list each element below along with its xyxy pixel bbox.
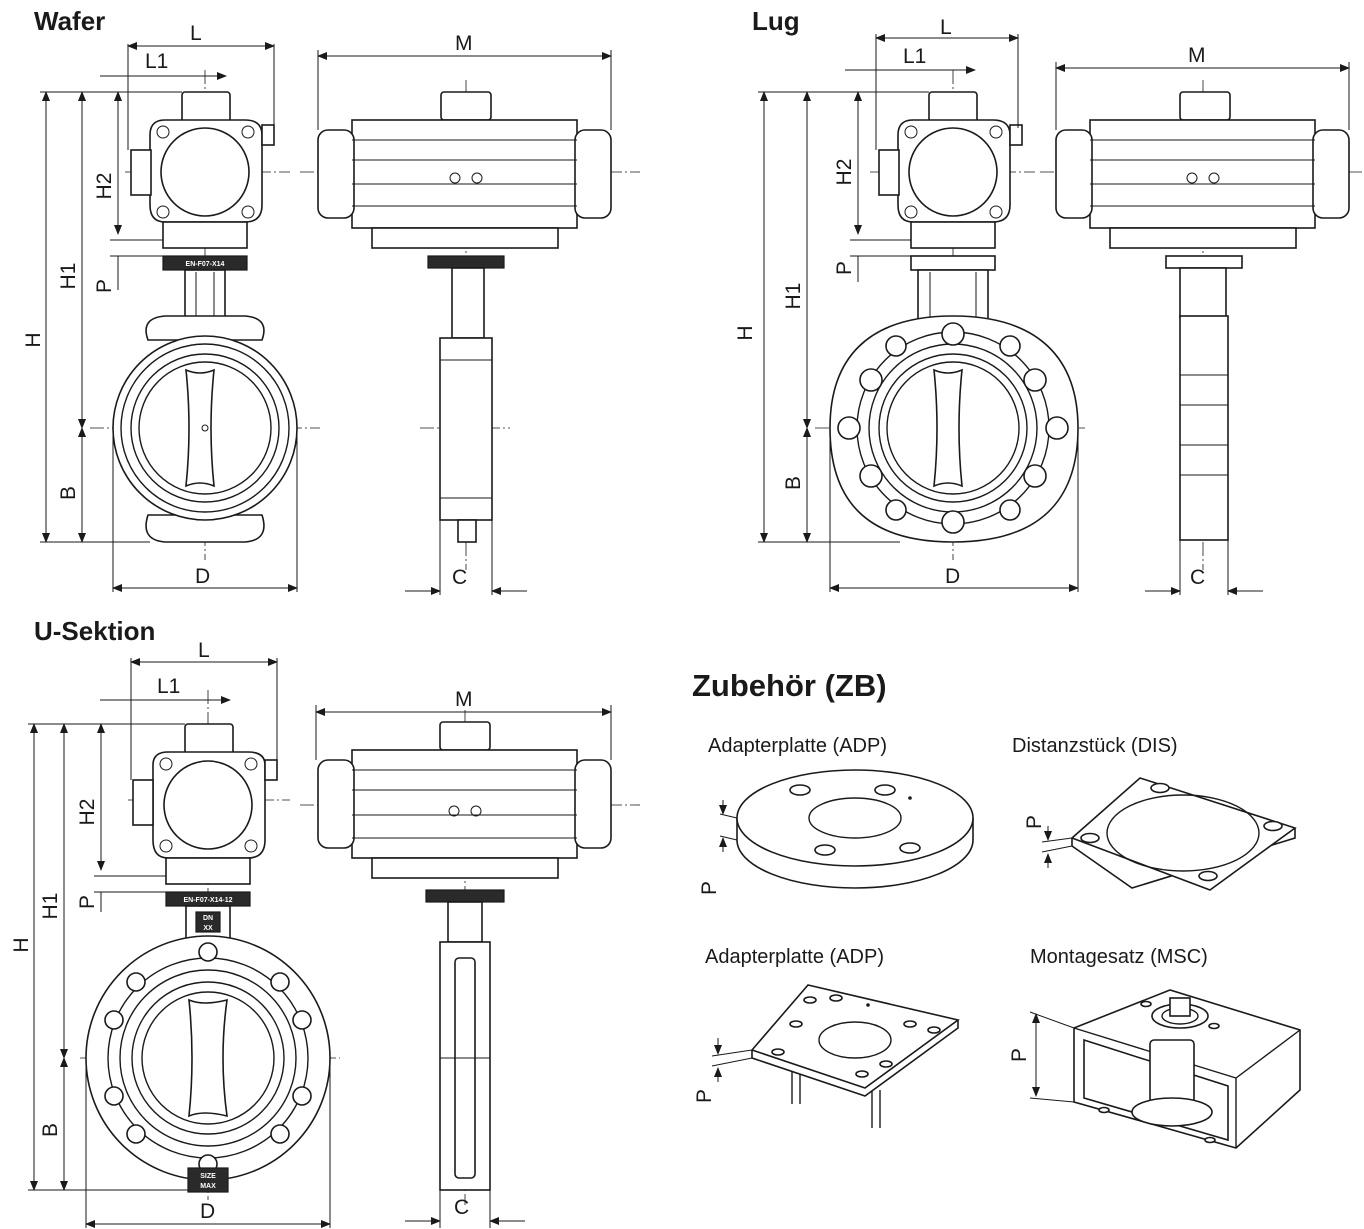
accessory-dis: Distanzstück (DIS) P [1012, 735, 1297, 891]
svg-text:M: M [1188, 44, 1206, 67]
svg-text:C: C [1190, 566, 1205, 589]
accessory-msc: Montagesatz (MSC) P [1008, 946, 1301, 1149]
lug-title: Lug [752, 6, 800, 36]
svg-text:C: C [452, 566, 467, 589]
svg-text:D: D [945, 565, 960, 588]
svg-text:H: H [22, 332, 45, 347]
lug-side-view [1040, 80, 1364, 570]
svg-text:P: P [833, 261, 856, 275]
svg-text:H1: H1 [57, 263, 80, 290]
svg-text:DN: DN [203, 915, 213, 922]
svg-text:B: B [782, 476, 805, 490]
svg-text:Adapterplatte (ADP): Adapterplatte (ADP) [708, 735, 887, 757]
svg-text:H2: H2 [833, 159, 856, 186]
svg-text:L1: L1 [903, 45, 926, 68]
accessory-adp-round: Adapterplatte (ADP) P [698, 735, 974, 895]
svg-text:Distanzstück (DIS): Distanzstück (DIS) [1012, 735, 1178, 757]
accessories-section: Zubehör (ZB) Adapterplatte (ADP) P Dista… [692, 668, 1301, 1149]
svg-text:XX: XX [203, 925, 213, 932]
lug-section: Lug [734, 6, 1364, 595]
usektion-front-view: EN-F07-X14-12 DN XX SIZE MAX [80, 690, 340, 1200]
svg-text:P: P [693, 1089, 716, 1103]
wafer-section: Wafer EN-F07-X14 [22, 6, 640, 595]
svg-text:L1: L1 [145, 50, 168, 73]
svg-text:Adapterplatte (ADP): Adapterplatte (ADP) [705, 946, 884, 968]
svg-text:H2: H2 [76, 799, 99, 826]
usektion-title: U-Sektion [34, 616, 155, 646]
svg-text:C: C [454, 1196, 469, 1219]
svg-text:L: L [940, 16, 952, 39]
svg-text:Montagesatz (MSC): Montagesatz (MSC) [1030, 946, 1208, 968]
accessories-title: Zubehör (ZB) [692, 668, 887, 703]
usektion-section: U-Sektion EN-F07-X14-12 DN XX [10, 616, 640, 1228]
svg-text:H: H [10, 937, 33, 952]
svg-text:L1: L1 [157, 675, 180, 698]
svg-text:P: P [1023, 815, 1046, 829]
wafer-side-view [300, 80, 640, 570]
svg-text:H1: H1 [782, 283, 805, 310]
svg-text:MAX: MAX [200, 1183, 216, 1190]
svg-text:B: B [57, 486, 80, 500]
svg-text:P: P [1008, 1048, 1031, 1062]
wafer-title: Wafer [34, 6, 105, 36]
accessory-adp-square: Adapterplatte (ADP) P [693, 946, 960, 1128]
usektion-dimensions: L L1 M H H1 B H2 P D [10, 639, 612, 1228]
svg-text:L: L [190, 22, 202, 45]
wafer-front-view: EN-F07-X14 [90, 70, 320, 560]
svg-text:B: B [39, 1123, 62, 1137]
lug-front-view [815, 70, 1085, 560]
svg-text:P: P [76, 895, 99, 909]
svg-text:H2: H2 [93, 173, 116, 200]
svg-text:L: L [198, 639, 210, 662]
svg-text:P: P [93, 279, 116, 293]
usektion-side-view [300, 710, 640, 1205]
svg-text:D: D [195, 565, 210, 588]
svg-text:M: M [455, 32, 473, 55]
wafer-dimensions: L L1 M H H1 B H2 P [22, 22, 612, 595]
svg-text:H: H [734, 325, 757, 340]
svg-text:M: M [455, 688, 473, 711]
svg-text:EN-F07-X14: EN-F07-X14 [186, 261, 225, 268]
svg-text:D: D [200, 1200, 215, 1223]
lug-dimensions: L L1 M H H1 B H2 P D [734, 16, 1350, 595]
svg-text:SIZE: SIZE [200, 1173, 216, 1180]
svg-text:P: P [698, 881, 721, 895]
svg-text:H1: H1 [39, 893, 62, 920]
svg-text:EN-F07-X14-12: EN-F07-X14-12 [183, 897, 232, 904]
